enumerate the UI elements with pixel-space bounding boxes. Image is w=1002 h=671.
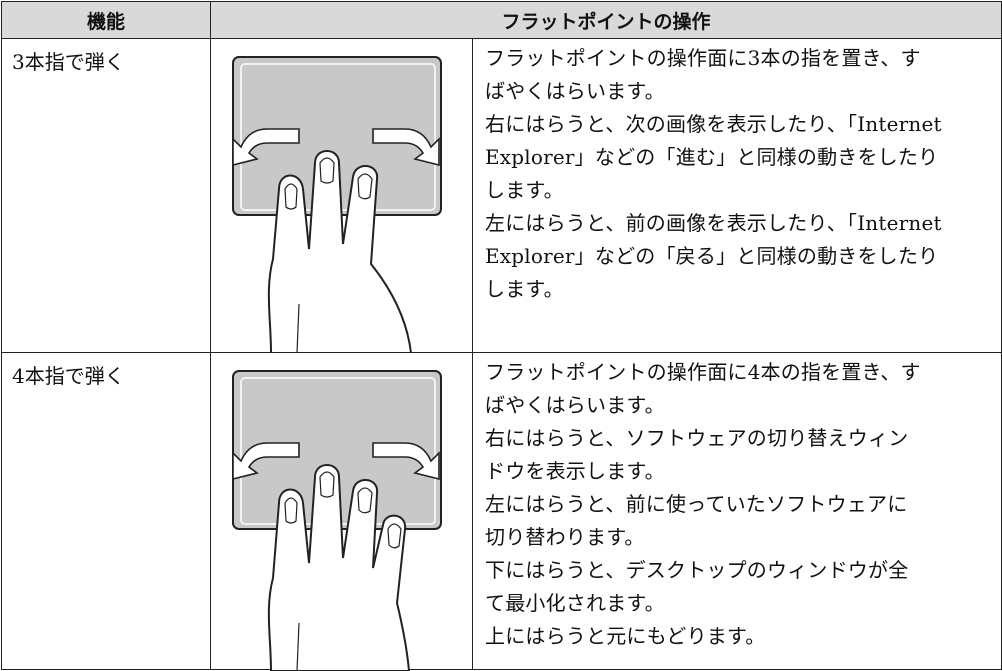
description-line: 左にはらうと、前の画像を表示したり、「Internet — [485, 211, 942, 235]
touchpad-four-finger-swipe-icon — [232, 370, 442, 671]
illustration-cell — [210, 38, 473, 353]
description-line: フラットポイントの操作面に3本の指を置き、す — [485, 46, 921, 70]
table-row-four-finger: 4本指で弾く フラットポイントの操作面に4本の指を置き、す ばやくはら — [1, 352, 1002, 671]
illustration-cell — [210, 352, 473, 671]
description-line: 右にはらうと、次の画像を表示したり、「Internet — [485, 112, 942, 136]
description-line: ばやくはらいます。 — [485, 393, 665, 417]
header-operation: フラットポイントの操作 — [209, 1, 1002, 39]
description-line: 左にはらうと、前に使っていたソフトウェアに — [485, 492, 908, 516]
description-line: Explorer」などの「戻る」と同様の動きをしたり — [485, 244, 939, 268]
description-line: ドウを表示します。 — [485, 459, 665, 483]
operation-description: フラットポイントの操作面に3本の指を置き、す ばやくはらいます。 右にはらうと、… — [471, 38, 1002, 353]
function-name: 3本指で弾く — [1, 38, 211, 353]
description-line: 下にはらうと、デスクトップのウィンドウが全 — [485, 558, 909, 582]
operation-description: フラットポイントの操作面に4本の指を置き、す ばやくはらいます。 右にはらうと、… — [471, 352, 1002, 670]
description-line: て最小化されます。 — [485, 591, 665, 615]
header-function: 機能 — [1, 1, 211, 39]
description-line: 切り替わります。 — [485, 525, 645, 549]
function-name: 4本指で弾く — [1, 352, 211, 670]
table-row-three-finger: 3本指で弾く フラットポイントの操作面に3本の指を置き、す ばやくはらいます。 — [1, 38, 1002, 353]
description-line: Explorer」などの「進む」と同様の動きをしたり — [485, 145, 939, 169]
description-line: ばやくはらいます。 — [485, 79, 665, 103]
description-line: 右にはらうと、ソフトウェアの切り替えウィン — [485, 426, 909, 450]
description-line: します。 — [485, 277, 564, 301]
table-header-row: 機能 フラットポイントの操作 — [1, 1, 1002, 39]
description-line: します。 — [485, 178, 564, 202]
description-line: 上にはらうと元にもどります。 — [485, 624, 766, 648]
description-line: フラットポイントの操作面に4本の指を置き、す — [485, 360, 921, 384]
touchpad-three-finger-swipe-icon — [232, 56, 442, 353]
